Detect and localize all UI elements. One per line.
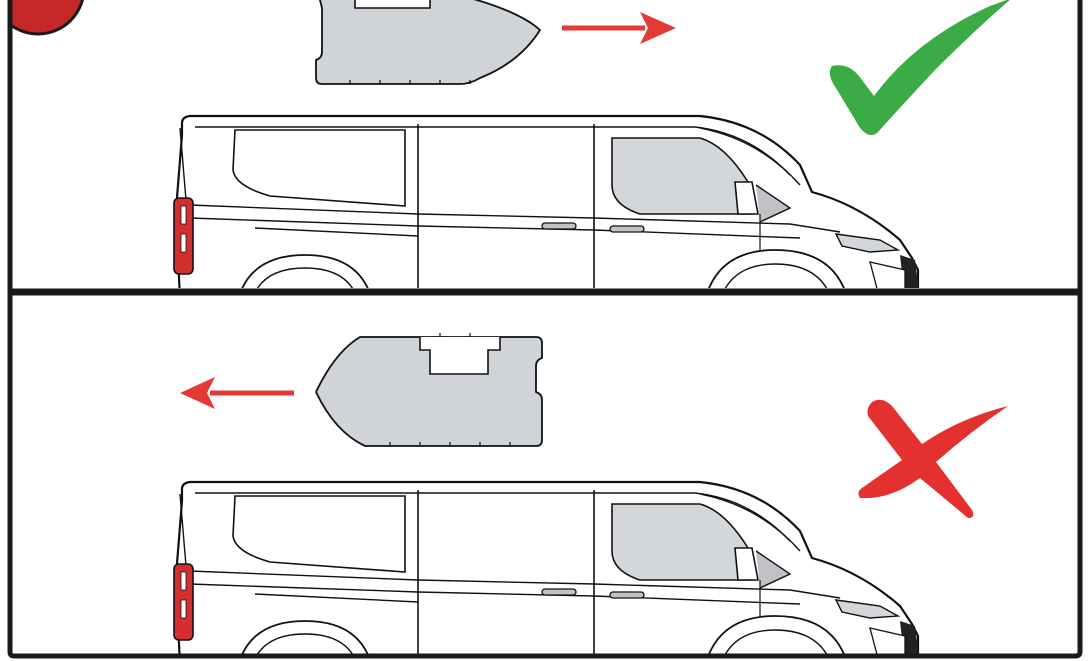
cross-mark-icon <box>858 399 1008 518</box>
check-mark-icon <box>829 0 1010 136</box>
outer-frame <box>7 0 1083 659</box>
van-illustration <box>172 114 922 288</box>
panel-incorrect <box>172 333 1008 655</box>
direction-arrow-left <box>180 377 294 409</box>
window-panel-shape <box>315 333 543 447</box>
step-badge <box>10 0 84 36</box>
direction-arrow-right <box>562 12 676 44</box>
panel-correct <box>10 0 1010 288</box>
window-panel-shape <box>315 0 542 85</box>
van-illustration <box>172 480 922 655</box>
